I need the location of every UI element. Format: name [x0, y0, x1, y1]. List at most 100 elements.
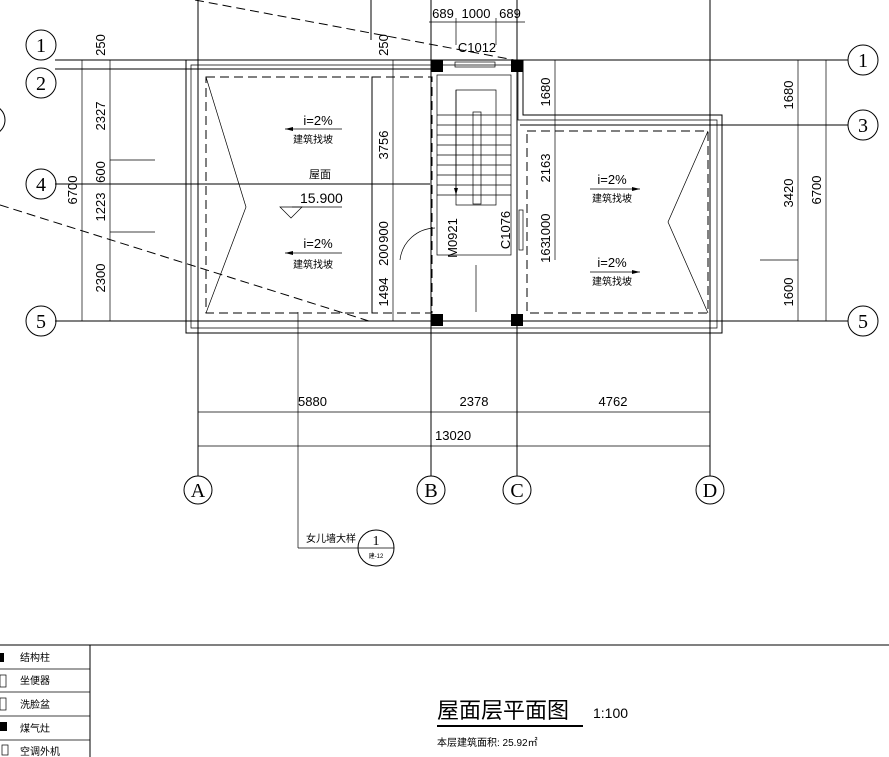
dimensions-left-3-text: 1223: [93, 193, 108, 222]
drawing-path: [185, 59, 723, 334]
drawing-circle: [416, 475, 446, 505]
drawing-polyline: [667, 130, 709, 314]
drawing-polyline: [205, 76, 247, 314]
axes-bottom-0-text: A: [191, 480, 206, 502]
legend-3-text: 煤气灶: [20, 722, 50, 735]
drawing-detail-callout-sheet-text: 建-12: [369, 552, 384, 560]
dimensions-right-total-text: 6700: [809, 176, 824, 205]
drawing-path: [454, 188, 458, 195]
dimensions-left-0-text: 250: [93, 34, 108, 56]
legend-0-text: 结构柱: [20, 651, 50, 664]
dimensions-inner-left-1-text: 3756: [376, 131, 391, 160]
dimensions-bottom-total-text: 13020: [435, 428, 471, 443]
dimensions-top-0-text: 689: [432, 6, 454, 21]
column-swatch-icon: [0, 653, 4, 662]
drawing-rect: [526, 130, 709, 314]
drawing-slope-labels-0-note-text: 建筑找坡: [293, 133, 333, 146]
column: [431, 314, 443, 326]
dimensions-left-4-text: 2300: [93, 264, 108, 293]
drawing-door-tags-0-text: M0921: [445, 218, 460, 258]
drawing-path: [190, 64, 718, 329]
drawing-rect: [205, 76, 373, 314]
axes-left-1-text: 2: [36, 73, 46, 95]
legend-table: 结构柱 坐便器 洗脸盆 煤气灶 空调外机: [0, 645, 91, 757]
column: [511, 314, 523, 326]
drawing-rect: [454, 61, 496, 68]
drawing-detail-callout-label-text: 女儿墙大样: [306, 532, 356, 545]
dimensions-left-2-text: 600: [93, 161, 108, 183]
dimensions-bottom-0-text: 5880: [298, 394, 327, 409]
drawing-window-tags-0-text: C1012: [458, 40, 496, 55]
dimensions-inner-left-4-text: 1494: [376, 278, 391, 307]
gas-stove-icon: [0, 722, 7, 731]
drawing-slope-labels-1-note-text: 建筑找坡: [293, 258, 333, 271]
inner-dimensions: 250 3756 900 200 1494 M0921 C1076 1680 2…: [376, 34, 556, 321]
dimensions-bottom-1-text: 2378: [460, 394, 489, 409]
drawing-g: [437, 114, 511, 196]
legend-4-text: 空调外机: [20, 745, 60, 757]
bottom-dimensions: 5880 2378 4762 13020: [198, 394, 710, 447]
detail-callout[interactable]: 女儿墙大样 1 建-12: [297, 312, 395, 567]
right-dimensions: 1680 3420 1600 6700: [760, 60, 827, 321]
axes-left-0-text: 1: [36, 35, 46, 57]
left-dimensions: 6700 250 2327 600 1223 2300: [65, 34, 155, 321]
drawing-rect: [455, 89, 497, 206]
drawing-slope-labels-0-slope-text: i=2%: [303, 113, 333, 128]
axes-bottom-3-text: D: [703, 480, 717, 502]
axis-bubbles-right: 1 3 5: [847, 44, 879, 337]
dimensions-stair-right-0-text: 1680: [538, 78, 553, 107]
drawing-rect: [518, 209, 524, 251]
drawing-circle: [847, 109, 879, 141]
axes-left-2-text: 4: [36, 174, 46, 196]
drawing-path: [285, 251, 293, 255]
drawing-path: [279, 206, 303, 219]
ac-unit-icon: [1, 744, 9, 756]
dimensions-inner-left-2-text: 900: [376, 221, 391, 243]
drawing-title: 屋面层平面图 1:100 本层建筑面积: 25.92㎡: [437, 698, 628, 749]
dimensions-top-1-text: 1000: [462, 6, 491, 21]
building-outline: [185, 59, 723, 334]
axes-left-3-text: 5: [36, 311, 46, 333]
axes-bottom-1-text: B: [424, 480, 437, 502]
page-title: 屋面层平面图: [437, 698, 569, 723]
drawing-area-label-text: 本层建筑面积: 25.92㎡: [437, 736, 538, 749]
drawing-circle: [695, 475, 725, 505]
drawing-path: [632, 270, 640, 274]
drawing-elevation-text: 15.900: [300, 190, 343, 206]
axes-bottom-2-text: C: [510, 480, 523, 502]
drawing-circle: [25, 168, 57, 200]
drawing-rect: [472, 111, 482, 205]
drawing-slope-labels-1-slope-text: i=2%: [303, 236, 333, 251]
drawing-window-tags-1-text: C1076: [498, 211, 513, 249]
dimensions-inner-left-0-text: 250: [376, 34, 391, 56]
axis-bubbles-left: 1 2 4 5: [0, 29, 57, 337]
drawing-circle: [25, 305, 57, 337]
drawing-circle: [0, 108, 6, 132]
section-line: [0, 204, 373, 323]
drawing-slope-labels-2-note-text: 建筑找坡: [592, 192, 632, 205]
drawing-circle: [25, 67, 57, 99]
dimensions-inner-left-3-text: 200: [376, 244, 391, 266]
drawing-circle: [25, 29, 57, 61]
drawing-slope-labels-2-slope-text: i=2%: [597, 172, 627, 187]
washbasin-icon: [0, 697, 7, 711]
dimensions-right-2-text: 1600: [781, 278, 796, 307]
axes-right-0-text: 1: [858, 50, 868, 72]
drawing-slope-labels-3-note-text: 建筑找坡: [592, 275, 632, 288]
dimensions-top-2-text: 689: [499, 6, 521, 21]
drawing-circle: [502, 475, 532, 505]
drawing-circle: [183, 475, 213, 505]
dimensions-stair-right-3-text: 163: [538, 241, 553, 263]
drawing-path: [285, 127, 293, 131]
dimensions-stair-right-1-text: 2163: [538, 154, 553, 183]
dimensions-right-0-text: 1680: [781, 81, 796, 110]
drawing-roof-label-text: 屋面: [309, 168, 331, 181]
drawing-scale-text: 1:100: [593, 705, 628, 721]
column: [511, 60, 523, 72]
drawing-rect: [437, 725, 583, 727]
legend-1-text: 坐便器: [20, 674, 50, 687]
column: [431, 60, 443, 72]
dimensions-bottom-2-text: 4762: [599, 394, 628, 409]
axes-right-1-text: 3: [858, 115, 868, 137]
